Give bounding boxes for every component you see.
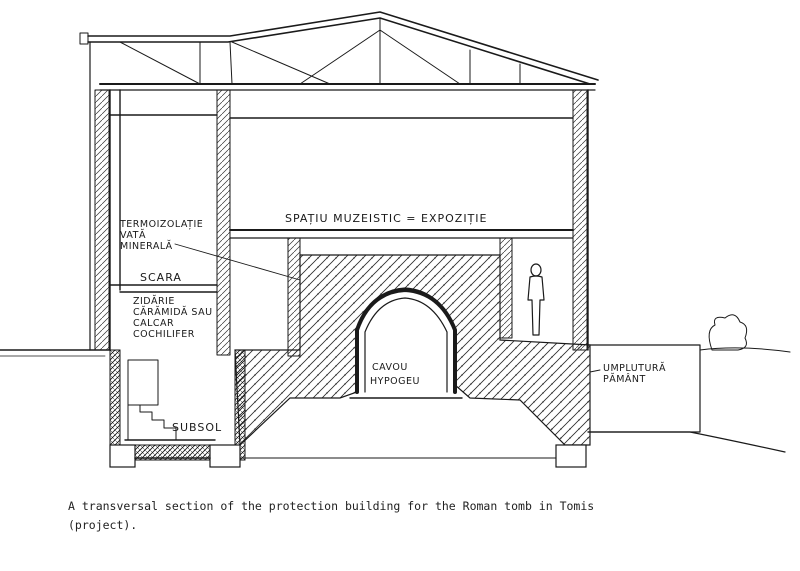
- leader-lines: [174, 243, 601, 373]
- label-exhibition-space: SPAȚIU MUZEISTIC = EXPOZIȚIE: [285, 212, 487, 225]
- label-masonry-2: CĂRĂMIDĂ SAU: [133, 306, 213, 318]
- label-insulation-1: TERMOIZOLAȚIE: [119, 219, 203, 230]
- label-masonry-4: COCHILIFER: [133, 329, 195, 340]
- label-fill-1: UMPLUTURĂ: [603, 362, 666, 374]
- label-masonry-1: ZIDĂRIE: [133, 295, 175, 307]
- caption-line-2: (project).: [68, 518, 138, 532]
- ground: [0, 254, 791, 468]
- walls: [89, 41, 589, 357]
- bush: [708, 314, 748, 351]
- label-vault-1: CAVOU: [372, 362, 408, 373]
- vault: [349, 288, 463, 399]
- label-masonry-3: CALCAR: [133, 318, 174, 329]
- caption-line-1: A transversal section of the protection …: [68, 499, 595, 513]
- figure-caption: A transversal section of the protection …: [68, 497, 628, 535]
- roof: [79, 11, 599, 91]
- label-stairs: SCARA: [140, 271, 182, 284]
- label-insulation-3: MINERALĂ: [120, 240, 173, 252]
- label-vault-2: HYPOGEU: [370, 376, 420, 387]
- stairs-drawing: [124, 359, 216, 441]
- label-basement: SUBSOL: [172, 421, 222, 434]
- labels: SPAȚIU MUZEISTIC = EXPOZIȚIE TERMOIZOLAȚ…: [119, 212, 666, 434]
- human-figure: [527, 263, 545, 336]
- label-fill-2: PĂMÂNT: [603, 373, 646, 385]
- label-insulation-2: VATĂ: [120, 229, 146, 241]
